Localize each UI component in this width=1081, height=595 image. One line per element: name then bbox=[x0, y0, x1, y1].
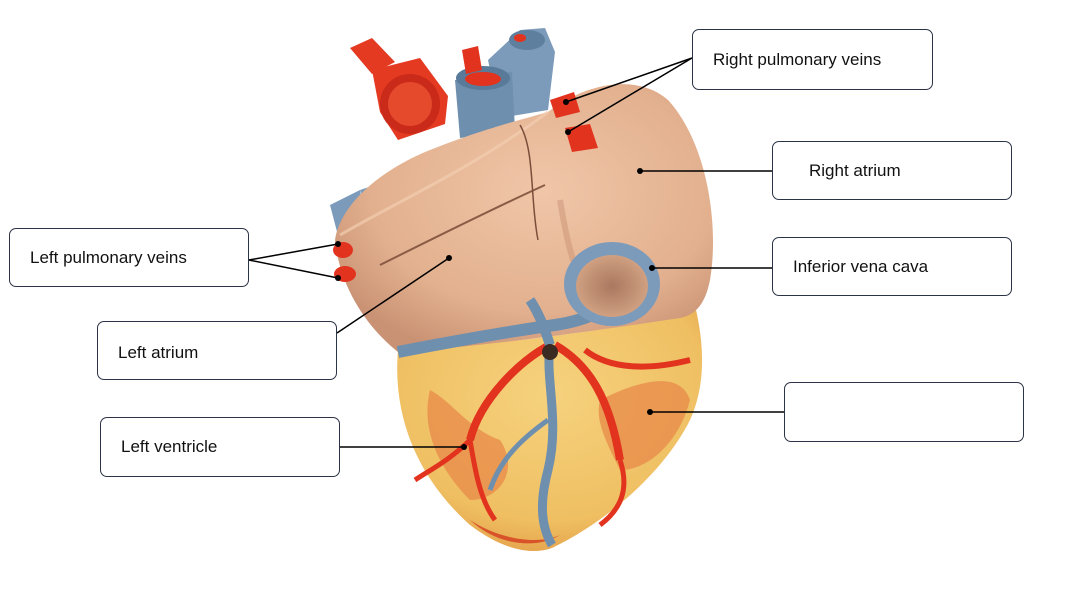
leader-line-left-atrium bbox=[336, 257, 450, 334]
label-box-inferior-vena-cava: Inferior vena cava bbox=[772, 237, 1012, 296]
label-box-right-atrium: Right atrium bbox=[772, 141, 1012, 200]
label-text-right-atrium: Right atrium bbox=[809, 160, 901, 180]
leader-dots bbox=[335, 99, 655, 450]
label-text-left-ventricle: Left ventricle bbox=[121, 437, 218, 456]
label-box-left-atrium: Left atrium bbox=[97, 321, 337, 380]
label-text-left-pulmonary-veins: Left pulmonary veins bbox=[30, 247, 187, 267]
label-box-right-pulmonary-veins: Right pulmonary veins bbox=[692, 29, 933, 90]
leader-lines bbox=[248, 57, 784, 448]
atria bbox=[333, 84, 714, 360]
leader-line-left-pulm-lower bbox=[248, 259, 339, 279]
label-text-right-pulmonary-veins: Right pulmonary veins bbox=[713, 49, 882, 69]
ventricles bbox=[397, 310, 703, 552]
leader-line-right-pulm-upper bbox=[565, 57, 693, 103]
leader-line-left-pulm-upper bbox=[248, 243, 339, 261]
label-box-blank bbox=[784, 382, 1024, 442]
label-box-left-pulmonary-veins: Left pulmonary veins bbox=[9, 228, 249, 287]
label-text-inferior-vena-cava: Inferior vena cava bbox=[793, 256, 929, 276]
label-text-left-atrium: Left atrium bbox=[118, 342, 199, 362]
great-vessels bbox=[330, 28, 555, 262]
leader-line-right-pulm-lower bbox=[567, 57, 693, 133]
label-box-left-ventricle: Left ventricle bbox=[100, 417, 340, 477]
